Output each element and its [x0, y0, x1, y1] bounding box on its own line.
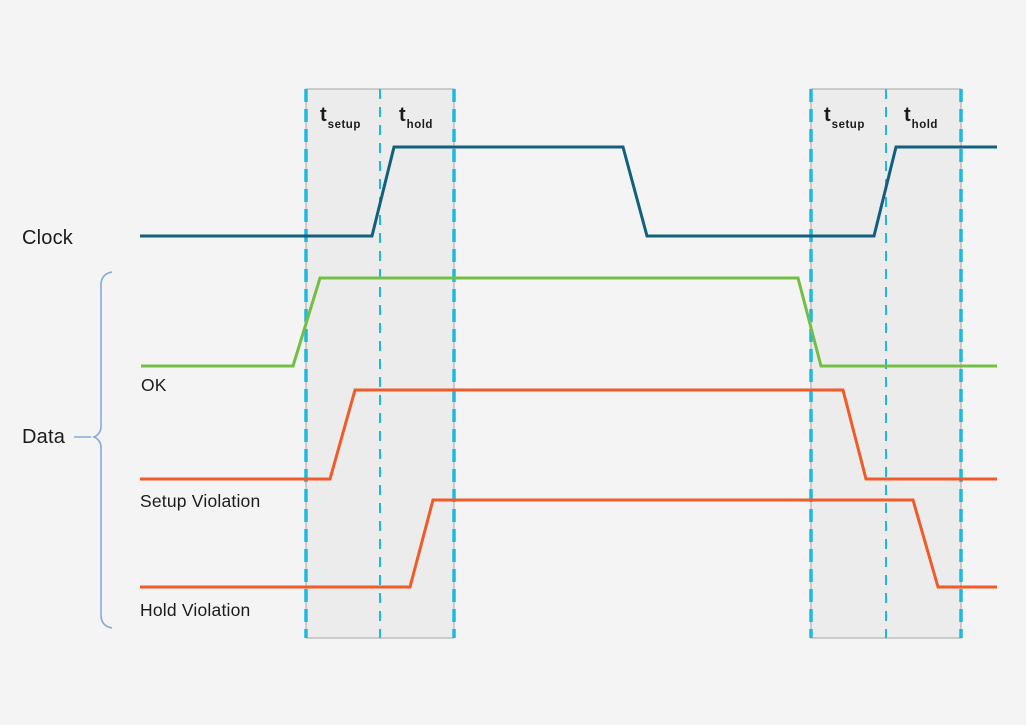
data-group-label: Data	[22, 426, 66, 448]
hold-violation-signal-label: Hold Violation	[140, 600, 250, 620]
t-hold-label-window1: thold	[399, 104, 433, 131]
hold-subscript: hold	[407, 119, 433, 131]
signal-hold-violation	[140, 498, 997, 589]
setup-violation-signal-label: Setup Violation	[140, 491, 260, 511]
t-hold-label-window2: thold	[904, 104, 938, 131]
setup-subscript: setup	[832, 119, 865, 131]
t-setup-label-window2: tsetup	[824, 104, 865, 131]
data-group-brace	[91, 271, 113, 629]
t-symbol: t	[904, 104, 911, 126]
setup-subscript: setup	[328, 119, 361, 131]
t-symbol: t	[824, 104, 831, 126]
t-symbol: t	[320, 104, 327, 126]
t-setup-label-window1: tsetup	[320, 104, 361, 131]
t-symbol: t	[399, 104, 406, 126]
signal-waveforms-layer	[140, 145, 997, 589]
hold-subscript: hold	[912, 119, 938, 131]
signal-ok	[141, 276, 997, 368]
signal-setup-violation	[140, 388, 997, 481]
clock-label: Clock	[22, 227, 74, 249]
signal-clock	[140, 145, 997, 238]
timing-windows-layer	[304, 88, 963, 639]
ok-signal-label: OK	[141, 375, 167, 395]
